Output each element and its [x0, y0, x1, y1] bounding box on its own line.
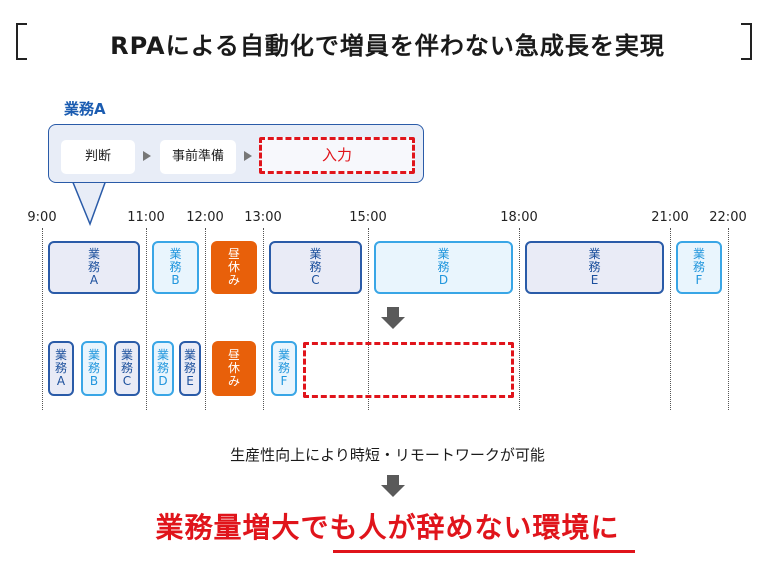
callout-pointer: [70, 178, 110, 226]
block-label-char: 務: [183, 361, 196, 375]
block-label-char: 務: [437, 260, 450, 274]
lunch-break-block: 昼休み: [212, 341, 256, 396]
time-tick-label: 12:00: [186, 210, 224, 225]
block-label-char: 業: [169, 247, 182, 261]
block-label-char: 休: [227, 260, 240, 274]
block-label-char: C: [122, 374, 132, 388]
block-label-char: F: [695, 273, 703, 287]
block-label-char: 業: [437, 247, 450, 261]
block-label-char: D: [158, 374, 168, 388]
time-gridline: [670, 228, 671, 410]
block-label-char: F: [280, 374, 288, 388]
time-gridline: [146, 228, 147, 410]
callout-label: 業務A: [64, 100, 106, 118]
block-label-char: 務: [54, 361, 67, 375]
conclusion-text: 業務量増大でも人が辞めない環境に: [155, 511, 620, 544]
step-arrow-icon: [244, 151, 252, 161]
process-callout: 判断 事前準備 入力: [48, 124, 424, 183]
block-label-char: 務: [277, 361, 290, 375]
down-arrow-icon: [381, 475, 405, 497]
block-label-char: 業: [692, 247, 705, 261]
block-label-char: C: [311, 273, 320, 287]
block-label-char: E: [186, 374, 194, 388]
block-label-char: B: [171, 273, 180, 287]
block-label-char: 務: [87, 260, 100, 274]
block-label-char: B: [89, 374, 99, 388]
step-judgment: 判断: [61, 140, 135, 174]
block-label-char: 業: [120, 348, 133, 362]
block-label-char: 業: [183, 348, 196, 362]
time-tick-label: 11:00: [127, 210, 165, 225]
block-label-char: 業: [87, 348, 100, 362]
block-label-char: 昼: [227, 348, 240, 362]
time-gridline: [205, 228, 206, 410]
left-bracket: [16, 23, 27, 60]
down-arrow-icon: [381, 307, 405, 329]
subtitle: 生産性向上により時短・リモートワークが可能: [230, 446, 545, 464]
block-label-char: 業: [588, 247, 601, 261]
step-input-highlighted: 入力: [259, 137, 415, 174]
block-label-char: 務: [588, 260, 601, 274]
block-label-char: 務: [120, 361, 133, 375]
step-arrow-icon: [143, 151, 151, 161]
time-gridline: [728, 228, 729, 410]
block-label-char: 業: [277, 348, 290, 362]
time-tick-label: 13:00: [244, 210, 282, 225]
block-label-char: 昼: [227, 247, 240, 261]
block-label-char: A: [56, 374, 66, 388]
page-title: RPAによる自動化で増員を伴わない急成長を実現: [110, 32, 665, 60]
block-label-char: 業: [54, 348, 67, 362]
block-label-char: 務: [156, 361, 169, 375]
block-label-char: 務: [87, 361, 100, 375]
time-tick-label: 9:00: [27, 210, 57, 225]
time-tick-label: 22:00: [709, 210, 747, 225]
time-tick-label: 18:00: [500, 210, 538, 225]
block-label-char: E: [590, 273, 599, 287]
conclusion-underline: [333, 550, 635, 553]
time-gridline: [519, 228, 520, 410]
block-label-char: 務: [692, 260, 705, 274]
time-gridline: [42, 228, 43, 410]
block-label-char: み: [227, 273, 240, 287]
lunch-break-block: 昼休み: [211, 241, 257, 294]
block-label-char: み: [227, 374, 240, 388]
right-bracket: [741, 23, 752, 60]
time-tick-label: 21:00: [651, 210, 689, 225]
time-gridline: [368, 228, 369, 410]
step-preparation: 事前準備: [160, 140, 236, 174]
block-label-char: 業: [87, 247, 100, 261]
block-label-char: 務: [169, 260, 182, 274]
block-label-char: 務: [309, 260, 322, 274]
time-gridline: [263, 228, 264, 410]
block-label-char: D: [438, 273, 449, 287]
freed-time-slot: [303, 342, 514, 398]
block-label-char: 休: [227, 361, 240, 375]
block-label-char: 業: [309, 247, 322, 261]
block-label-char: 業: [156, 348, 169, 362]
time-tick-label: 15:00: [349, 210, 387, 225]
block-label-char: A: [89, 273, 99, 287]
